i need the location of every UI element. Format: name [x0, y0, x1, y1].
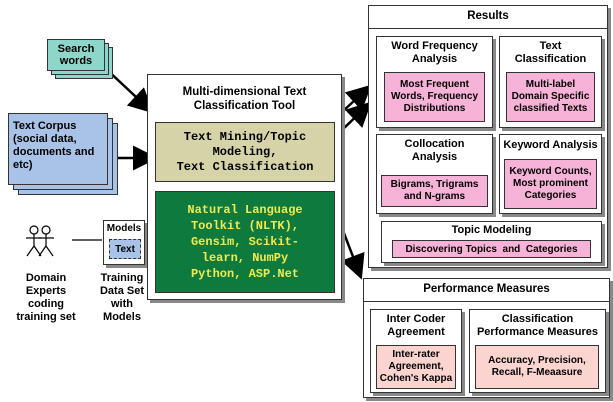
keyword-analysis-content: Keyword Counts, Most prominent Categorie… [504, 159, 597, 209]
inter-coder-title: Inter Coder Agreement [386, 313, 446, 338]
experts-icon [26, 225, 54, 257]
arrow-tool-to-results-2 [341, 101, 372, 131]
collocation-title: Collocation Analysis [404, 138, 465, 163]
topic-modeling-card: Topic Modeling Discovering Topics and Ca… [381, 221, 602, 263]
text-corpus-label: Text Corpus (social data, documents and … [8, 113, 108, 185]
experts-label: Domain Experts coding training set [16, 272, 76, 323]
tool-box: Multi-dimensional Text Classification To… [147, 74, 342, 300]
classification-performance-content: Accuracy, Precision, Recall, F-Meaasure [475, 345, 599, 389]
inter-coder-card: Inter Coder Agreement Inter-rater Agreem… [370, 309, 462, 393]
word-frequency-title: Word Frequency Analysis [391, 40, 478, 65]
results-panel: Results Word Frequency Analysis Most Fre… [368, 5, 608, 268]
text-classification-content: Multi-label Domain Specific classified T… [506, 72, 595, 122]
keyword-analysis-title: Keyword Analysis [503, 139, 598, 151]
word-frequency-card: Word Frequency Analysis Most Frequent Wo… [376, 36, 493, 128]
search-words-stack: Search words [47, 39, 113, 79]
inter-coder-content: Inter-rater Agreement, Cohen's Kappa [376, 345, 456, 389]
topic-modeling-content: Discovering Topics and Categories [392, 240, 591, 258]
training-data-label: Training Data Set with Models [99, 272, 145, 323]
text-mining-box: Text Mining/Topic Modeling, Text Classif… [155, 122, 335, 182]
models-title: Models [106, 223, 142, 234]
text-classification-card: Text Classification Multi-label Domain S… [499, 36, 602, 128]
collocation-card: Collocation Analysis Bigrams, Trigrams a… [376, 134, 493, 214]
word-frequency-content: Most Frequent Words, Frequency Distribut… [384, 72, 485, 122]
arrow-tool-to-performance [340, 227, 365, 280]
performance-title: Performance Measures [423, 283, 550, 295]
topic-modeling-title: Topic Modeling [451, 224, 532, 236]
classification-performance-card: Classification Performance Measures Accu… [469, 309, 606, 393]
text-corpus-stack: Text Corpus (social data, documents and … [8, 113, 120, 197]
performance-panel: Performance Measures Inter Coder Agreeme… [363, 278, 610, 398]
text-classification-title: Text Classification [514, 40, 587, 65]
tool-title: Multi-dimensional Text Classification To… [182, 86, 307, 112]
search-words-label: Search words [47, 39, 105, 71]
collocation-content: Bigrams, Trigrams and N-grams [381, 175, 488, 207]
results-title: Results [467, 10, 509, 22]
models-box: Models Text [103, 220, 145, 265]
classification-performance-title: Classification Performance Measures [476, 313, 599, 338]
keyword-analysis-card: Keyword Analysis Keyword Counts, Most pr… [499, 134, 602, 214]
models-text-chip: Text [109, 239, 141, 259]
libraries-box: Natural Language Toolkit (NLTK), Gensim,… [155, 191, 335, 293]
